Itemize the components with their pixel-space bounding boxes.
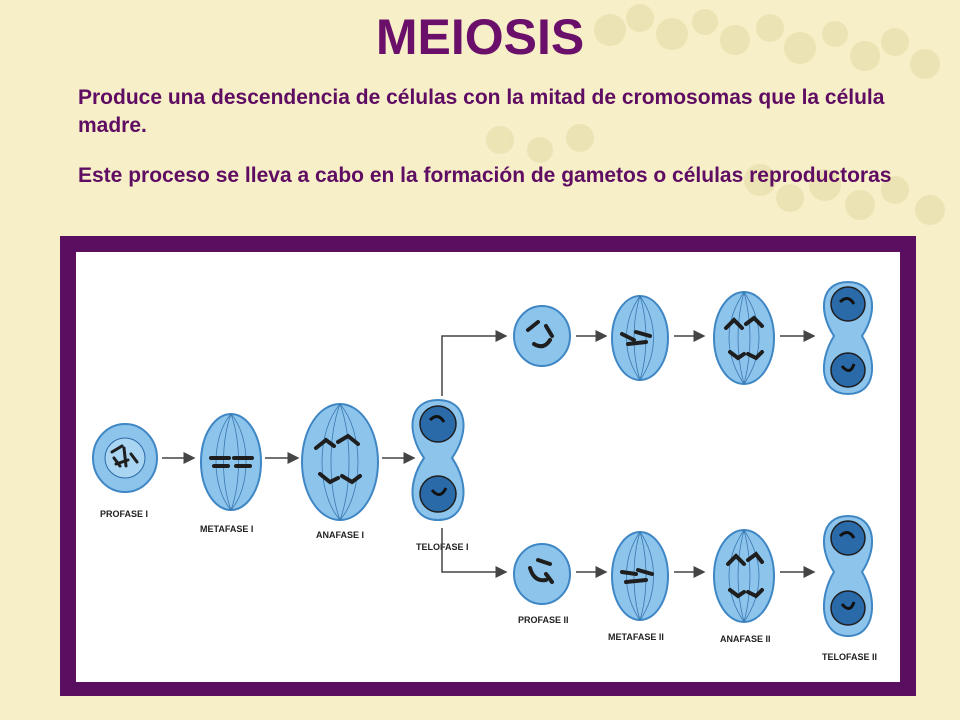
cell-profase-1 (92, 423, 158, 493)
cell-metafase-1 (200, 413, 262, 511)
label-metafase-1: METAFASE I (200, 524, 253, 534)
cell-telofase-2-top (822, 280, 874, 396)
label-anafase-2: ANAFASE II (720, 634, 771, 644)
slide-title: MEIOSIS (375, 9, 585, 65)
label-metafase-2: METAFASE II (608, 632, 664, 642)
cell-metafase-2-top (611, 295, 669, 381)
cell-anafase-2-top (713, 291, 775, 385)
arrow-branch-top (441, 330, 508, 396)
cell-telofase-2-bottom (822, 514, 874, 638)
cell-anafase-1 (301, 403, 379, 521)
meiosis-stages-svg: PROFASE I METAFASE I ANAFASE I TELOFASE … (92, 280, 877, 662)
label-profase-1: PROFASE I (100, 509, 148, 519)
cell-metafase-2-bottom (611, 531, 669, 621)
arrow-branch-bottom (441, 528, 508, 578)
cell-profase-2-bottom (513, 543, 571, 605)
cell-anafase-2-bottom (713, 529, 775, 623)
meiosis-diagram: PROFASE I METAFASE I ANAFASE I TELOFASE … (76, 252, 900, 682)
label-telofase-2: TELOFASE II (822, 652, 877, 662)
description-paragraph-1: Produce una descendencia de células con … (78, 86, 885, 137)
cell-telofase-1 (411, 398, 465, 522)
cell-profase-2-top (513, 305, 571, 367)
label-anafase-1: ANAFASE I (316, 530, 364, 540)
label-profase-2: PROFASE II (518, 615, 569, 625)
description-paragraph-2: Este proceso se lleva a cabo en la forma… (78, 164, 892, 187)
